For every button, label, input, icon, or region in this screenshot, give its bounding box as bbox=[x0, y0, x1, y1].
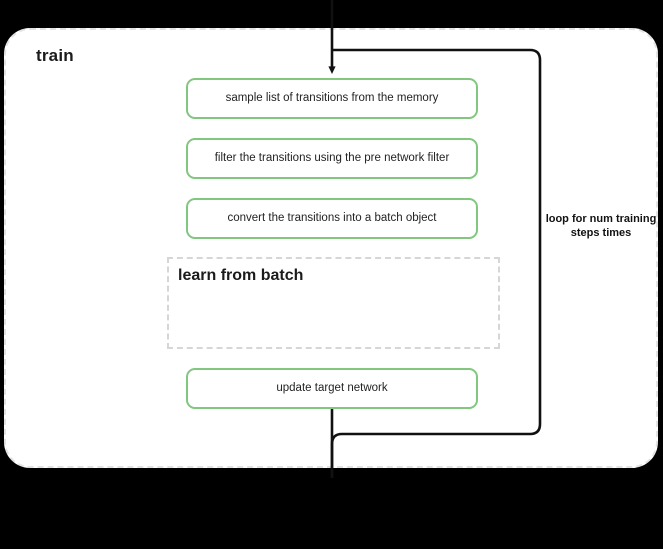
node-filter-transitions[interactable]: filter the transitions using the pre net… bbox=[186, 138, 478, 179]
node-convert-to-batch[interactable]: convert the transitions into a batch obj… bbox=[186, 198, 478, 239]
node-sample-transitions[interactable]: sample list of transitions from the memo… bbox=[186, 78, 478, 119]
node-sample-transitions-label: sample list of transitions from the memo… bbox=[225, 91, 439, 104]
node-update-target-network-label: update target network bbox=[276, 381, 388, 394]
node-filter-transitions-label: filter the transitions using the pre net… bbox=[214, 151, 450, 164]
loop-annotation-label: loop for num training steps times bbox=[545, 213, 657, 239]
learn-from-batch-label: learn from batch bbox=[178, 267, 304, 284]
node-convert-to-batch-label: convert the transitions into a batch obj… bbox=[227, 211, 437, 224]
scope-title-train: train bbox=[36, 46, 74, 65]
node-update-target-network[interactable]: update target network bbox=[186, 368, 478, 409]
